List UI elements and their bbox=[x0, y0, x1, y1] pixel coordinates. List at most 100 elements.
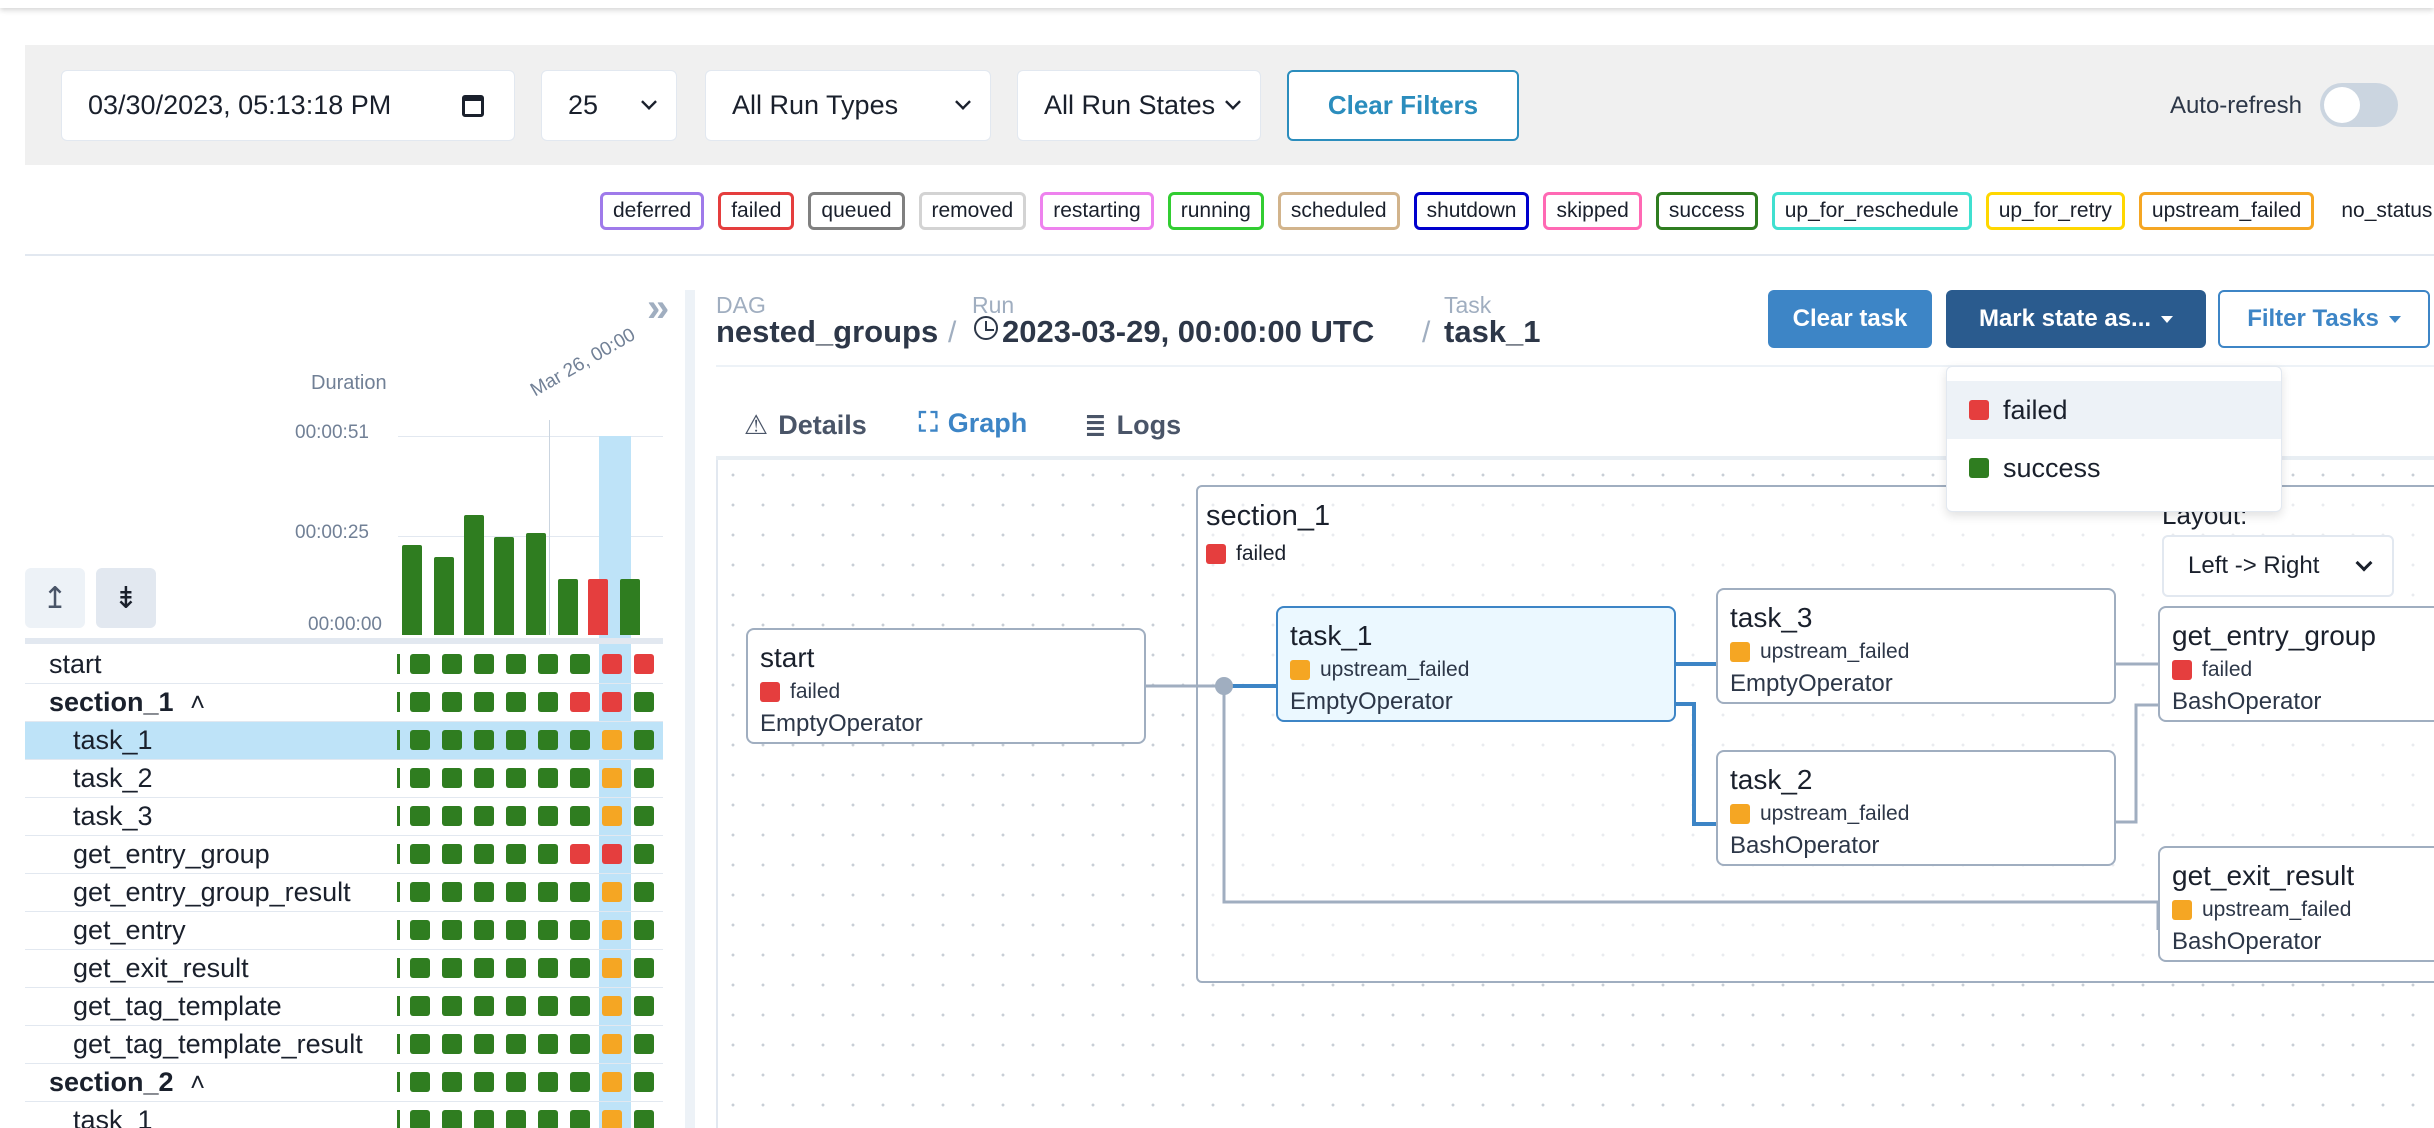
task-instance-failed[interactable] bbox=[634, 654, 654, 674]
grid-row-task[interactable]: task_2 bbox=[25, 760, 663, 798]
task-instance-success[interactable] bbox=[442, 920, 462, 940]
task-instance-success[interactable] bbox=[410, 1110, 430, 1128]
grid-row-task[interactable]: get_entry_group bbox=[25, 836, 663, 874]
clear-filters-button[interactable]: Clear Filters bbox=[1287, 70, 1519, 141]
task-instance-success[interactable] bbox=[634, 1072, 654, 1092]
task-name[interactable]: task_3 bbox=[73, 801, 153, 831]
task-instance-success[interactable] bbox=[634, 1034, 654, 1054]
task-instance-success[interactable] bbox=[474, 996, 494, 1016]
clear-task-button[interactable]: Clear task bbox=[1768, 290, 1932, 348]
breadcrumb-run[interactable]: 2023-03-29, 00:00:00 UTC bbox=[1002, 314, 1375, 349]
execution-date-input[interactable]: 03/30/2023, 05:13:18 PM bbox=[61, 70, 515, 141]
task-instance-success[interactable] bbox=[634, 730, 654, 750]
task-instance-success[interactable] bbox=[538, 882, 558, 902]
task-instance-upstream-failed[interactable] bbox=[602, 882, 622, 902]
task-instance-success[interactable] bbox=[442, 1072, 462, 1092]
task-instance-upstream-failed[interactable] bbox=[602, 958, 622, 978]
menu-item-success[interactable]: success bbox=[1947, 439, 2281, 497]
task-instance-success[interactable] bbox=[538, 996, 558, 1016]
task-name[interactable]: section_1 bbox=[49, 687, 174, 717]
task-instance-success[interactable] bbox=[634, 882, 654, 902]
task-instance-success[interactable] bbox=[410, 1034, 430, 1054]
task-instance-failed[interactable] bbox=[602, 844, 622, 864]
task-instance-success[interactable] bbox=[538, 692, 558, 712]
task-instance-success[interactable] bbox=[474, 730, 494, 750]
duration-bar[interactable] bbox=[620, 579, 640, 635]
task-name[interactable]: task_1 bbox=[73, 1105, 153, 1128]
run-type-select[interactable]: All Run Types bbox=[705, 70, 991, 141]
task-instance-success[interactable] bbox=[506, 654, 526, 674]
collapse-grid-button[interactable]: » bbox=[647, 286, 670, 330]
task-instance-success[interactable] bbox=[506, 920, 526, 940]
task-instance-success[interactable] bbox=[506, 1072, 526, 1092]
task-instance-success[interactable] bbox=[570, 1110, 590, 1128]
legend-restarting[interactable]: restarting bbox=[1040, 192, 1154, 230]
task-instance-upstream-failed[interactable] bbox=[602, 996, 622, 1016]
task-instance-success[interactable] bbox=[570, 882, 590, 902]
task-instance-success[interactable] bbox=[442, 806, 462, 826]
task-instance-success[interactable] bbox=[410, 1072, 430, 1092]
task-instance-success[interactable] bbox=[410, 996, 430, 1016]
task-name[interactable]: task_1 bbox=[73, 725, 153, 755]
legend-deferred[interactable]: deferred bbox=[600, 192, 705, 230]
task-instance-success[interactable] bbox=[634, 844, 654, 864]
task-instance-failed[interactable] bbox=[602, 692, 622, 712]
grid-row-task[interactable]: task_3 bbox=[25, 798, 663, 836]
task-name[interactable]: get_exit_result bbox=[73, 953, 249, 983]
task-instance-success[interactable] bbox=[538, 1034, 558, 1054]
task-instance-success[interactable] bbox=[634, 692, 654, 712]
legend-failed[interactable]: failed bbox=[718, 192, 795, 230]
autorefresh-toggle[interactable] bbox=[2320, 83, 2398, 127]
task-instance-success[interactable] bbox=[538, 654, 558, 674]
task-instance-success[interactable] bbox=[506, 1110, 526, 1128]
task-name[interactable]: start bbox=[49, 649, 102, 679]
tab-details[interactable]: ⚠Details bbox=[744, 390, 867, 460]
tab-logs[interactable]: ≣Logs bbox=[1084, 390, 1181, 460]
task-instance-failed[interactable] bbox=[570, 844, 590, 864]
duration-bar[interactable] bbox=[464, 515, 484, 635]
duration-bar[interactable] bbox=[588, 579, 608, 635]
grid-row-task[interactable]: task_1 bbox=[25, 722, 663, 760]
task-instance-success[interactable] bbox=[410, 920, 430, 940]
task-instance-success[interactable] bbox=[442, 730, 462, 750]
task-instance-success[interactable] bbox=[442, 958, 462, 978]
duration-bar[interactable] bbox=[494, 537, 514, 635]
legend-scheduled[interactable]: scheduled bbox=[1277, 192, 1400, 230]
task-instance-success[interactable] bbox=[570, 1072, 590, 1092]
legend-up-for-retry[interactable]: up_for_retry bbox=[1985, 192, 2125, 230]
duration-bar[interactable] bbox=[558, 579, 578, 635]
chevron-up-icon[interactable]: ˄ bbox=[190, 687, 206, 717]
task-instance-success[interactable] bbox=[474, 920, 494, 940]
task-instance-success[interactable] bbox=[570, 730, 590, 750]
task-instance-success[interactable] bbox=[410, 654, 430, 674]
task-instance-success[interactable] bbox=[634, 920, 654, 940]
task-instance-success[interactable] bbox=[442, 768, 462, 788]
task-instance-success[interactable] bbox=[570, 958, 590, 978]
task-instance-success[interactable] bbox=[474, 768, 494, 788]
task-instance-success[interactable] bbox=[570, 920, 590, 940]
task-instance-success[interactable] bbox=[634, 1110, 654, 1128]
task-instance-success[interactable] bbox=[410, 882, 430, 902]
task-instance-success[interactable] bbox=[570, 996, 590, 1016]
task-instance-upstream-failed[interactable] bbox=[602, 1034, 622, 1054]
task-instance-upstream-failed[interactable] bbox=[602, 806, 622, 826]
chevron-up-icon[interactable]: ˄ bbox=[190, 1067, 206, 1097]
task-instance-success[interactable] bbox=[474, 882, 494, 902]
legend-queued[interactable]: queued bbox=[808, 192, 905, 230]
task-instance-success[interactable] bbox=[410, 692, 430, 712]
task-instance-success[interactable] bbox=[538, 958, 558, 978]
task-instance-success[interactable] bbox=[538, 730, 558, 750]
breadcrumb-task[interactable]: task_1 bbox=[1444, 314, 1541, 349]
task-instance-success[interactable] bbox=[506, 882, 526, 902]
task-instance-success[interactable] bbox=[474, 958, 494, 978]
mark-state-button[interactable]: Mark state as... bbox=[1946, 290, 2206, 348]
legend-success[interactable]: success bbox=[1655, 192, 1758, 230]
task-instance-upstream-failed[interactable] bbox=[602, 1110, 622, 1128]
task-instance-success[interactable] bbox=[506, 692, 526, 712]
task-instance-success[interactable] bbox=[410, 806, 430, 826]
task-instance-success[interactable] bbox=[506, 730, 526, 750]
